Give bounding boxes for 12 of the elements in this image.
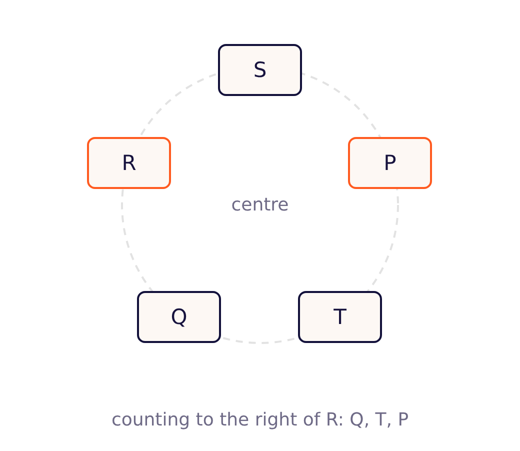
node-box xyxy=(218,44,302,96)
node-label: Q xyxy=(170,305,188,329)
node-box xyxy=(298,291,382,343)
node-box xyxy=(137,291,221,343)
node-box xyxy=(87,137,171,189)
caption: counting to the right of R: Q, T, P xyxy=(111,410,409,430)
node-label: R xyxy=(122,151,136,175)
node-label: T xyxy=(334,305,346,329)
centre-label: centre xyxy=(231,194,289,216)
node-label: P xyxy=(384,151,396,175)
node-box xyxy=(348,137,432,189)
node-label: S xyxy=(253,58,267,82)
